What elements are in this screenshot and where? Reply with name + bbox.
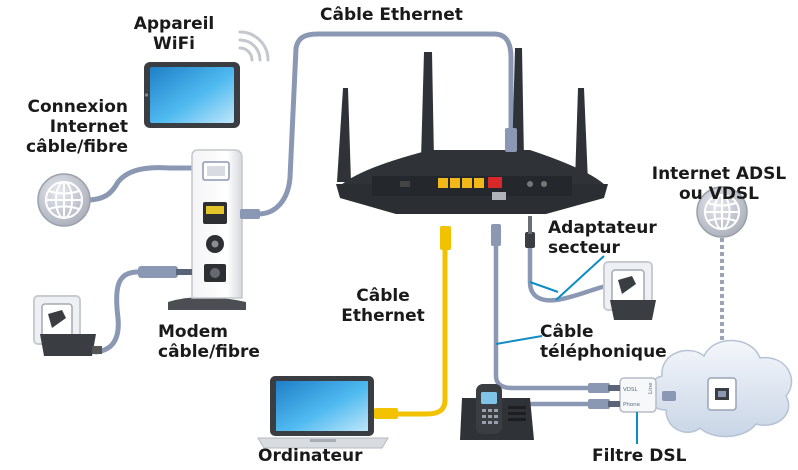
- wifi-signal-icon: [238, 30, 270, 62]
- ethernet-plug-icon: [491, 224, 501, 246]
- router-power-cable: [527, 237, 609, 303]
- filter-port-line: Line: [648, 382, 654, 394]
- power-outlet-icon: [33, 295, 102, 356]
- ethernet-plug-icon: [374, 408, 398, 419]
- ethernet-cable-top-label: Câble Ethernet: [320, 5, 463, 25]
- modem-power-cable: [93, 269, 141, 355]
- callout-line: [495, 335, 543, 345]
- ethernet-cable-top: [255, 31, 514, 217]
- cloud-icon: [646, 339, 793, 438]
- phone-icon: [460, 384, 534, 440]
- ethernet-plug-icon: [662, 391, 676, 401]
- power-outlet-icon: [603, 261, 656, 320]
- power-plug-icon: [138, 266, 192, 278]
- filter-port-vdsl: VDSL: [623, 387, 638, 393]
- modem-icon: [168, 149, 246, 310]
- power-plug-icon: [525, 216, 535, 248]
- callout-line: [529, 281, 559, 293]
- ethernet-plug-icon: [505, 128, 517, 152]
- phone-cable: [493, 243, 591, 391]
- internet-cable-line: [83, 165, 203, 203]
- laptop-icon: [257, 376, 389, 449]
- dsl-filter-icon: VDSL Phone Line: [619, 377, 657, 413]
- ethernet-plug-icon: [588, 399, 620, 409]
- filter-port-phone: Phone: [623, 402, 641, 408]
- globe-icon: [696, 186, 748, 238]
- callout-line: [555, 255, 605, 301]
- tablet-icon: [144, 62, 240, 128]
- router-icon: [336, 48, 608, 214]
- ethernet-plug-icon: [240, 209, 260, 219]
- globe-icon: [37, 173, 91, 227]
- computer-label: Ordinateur: [258, 446, 363, 466]
- ethernet-cable-yellow: [381, 247, 448, 417]
- ethernet-plug-icon: [440, 226, 451, 250]
- ethernet-plug-icon: [588, 383, 620, 393]
- dsl-filter-label: Filtre DSL: [592, 446, 687, 466]
